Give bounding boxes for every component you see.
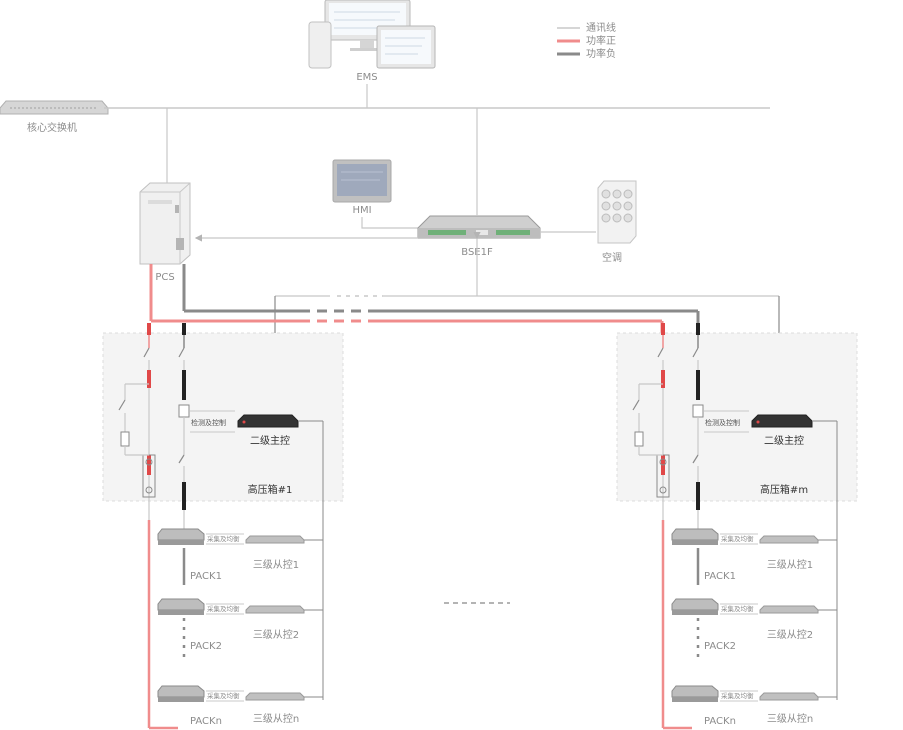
slave-controller-icon (759, 535, 819, 544)
slave-label: 三级从控n (767, 712, 813, 725)
slave-controller-icon (245, 535, 305, 544)
bse-icon (417, 215, 541, 239)
switch-icon (0, 100, 109, 115)
cluster-1: 高压箱#1检测及控制二级主控PACK1采集及均衡三级从控1PACK2采集及均衡三… (102, 323, 344, 730)
shunt-icon (178, 404, 190, 418)
balance-label: 采集及均衡 (207, 534, 240, 543)
pack-icon (157, 598, 205, 611)
slave-controller-icon (759, 605, 819, 614)
pack-icon (157, 528, 205, 541)
balance-label: 采集及均衡 (207, 604, 240, 613)
legend-pos: 功率正 (586, 34, 616, 47)
pcs-label: PCS (155, 272, 174, 283)
hv-box (102, 332, 344, 502)
ems-label: EMS (356, 72, 377, 83)
slave-label: 三级从控1 (253, 558, 299, 571)
pack-base (158, 610, 204, 615)
slave-label: 三级从控1 (767, 558, 813, 571)
master-label: 二级主控 (250, 434, 290, 447)
ac-label: 空调 (602, 251, 622, 264)
cluster-2: 高压箱#m检测及控制二级主控PACK1采集及均衡三级从控1PACK2采集及均衡三… (616, 323, 858, 730)
clusters: 高压箱#1检测及控制二级主控PACK1采集及均衡三级从控1PACK2采集及均衡三… (102, 323, 858, 730)
slave-controller-icon (245, 605, 305, 614)
pack-base (672, 540, 718, 545)
balance-label: 采集及均衡 (721, 691, 754, 700)
hv-box-label: 高压箱#1 (248, 483, 293, 496)
master-controller-icon (751, 414, 813, 428)
pack-base (158, 540, 204, 545)
legend-neg: 功率负 (586, 47, 616, 60)
pack-icon (671, 685, 719, 698)
hv-box-label: 高压箱#m (760, 483, 808, 496)
slave-label: 三级从控n (253, 712, 299, 725)
pack-label: PACKn (190, 716, 222, 727)
pack-label: PACK1 (704, 571, 736, 582)
balance-label: 采集及均衡 (721, 534, 754, 543)
shunt-icon (692, 404, 704, 418)
pack-label: PACKn (704, 716, 736, 727)
pack-icon (157, 685, 205, 698)
pack-base (672, 610, 718, 615)
detect-label: 检测及控制 (191, 418, 226, 427)
hv-box (616, 332, 858, 502)
balance-label: 采集及均衡 (721, 604, 754, 613)
switch-label: 核心交换机 (27, 121, 77, 134)
hmi-icon (332, 159, 392, 203)
pack-icon (671, 528, 719, 541)
slave-controller-icon (759, 692, 819, 701)
master-label: 二级主控 (764, 434, 804, 447)
pack-base (672, 697, 718, 702)
pack-icon (671, 598, 719, 611)
pack-label: PACK2 (190, 641, 222, 652)
hmi-label: HMI (352, 205, 371, 216)
ems-icon (308, 0, 436, 69)
balance-label: 采集及均衡 (207, 691, 240, 700)
pack-base (158, 697, 204, 702)
slave-label: 三级从控2 (767, 628, 813, 641)
pcs-icon (139, 182, 191, 265)
slave-label: 三级从控2 (253, 628, 299, 641)
resistor-icon (634, 431, 644, 447)
ac-icon (597, 180, 637, 244)
master-controller-icon (237, 414, 299, 428)
resistor-icon (120, 431, 130, 447)
detect-label: 检测及控制 (705, 418, 740, 427)
pack-label: PACK2 (704, 641, 736, 652)
legend: 通讯线 功率正 功率负 (557, 21, 616, 60)
slave-controller-icon (245, 692, 305, 701)
pack-label: PACK1 (190, 571, 222, 582)
legend-comm: 通讯线 (586, 21, 616, 34)
